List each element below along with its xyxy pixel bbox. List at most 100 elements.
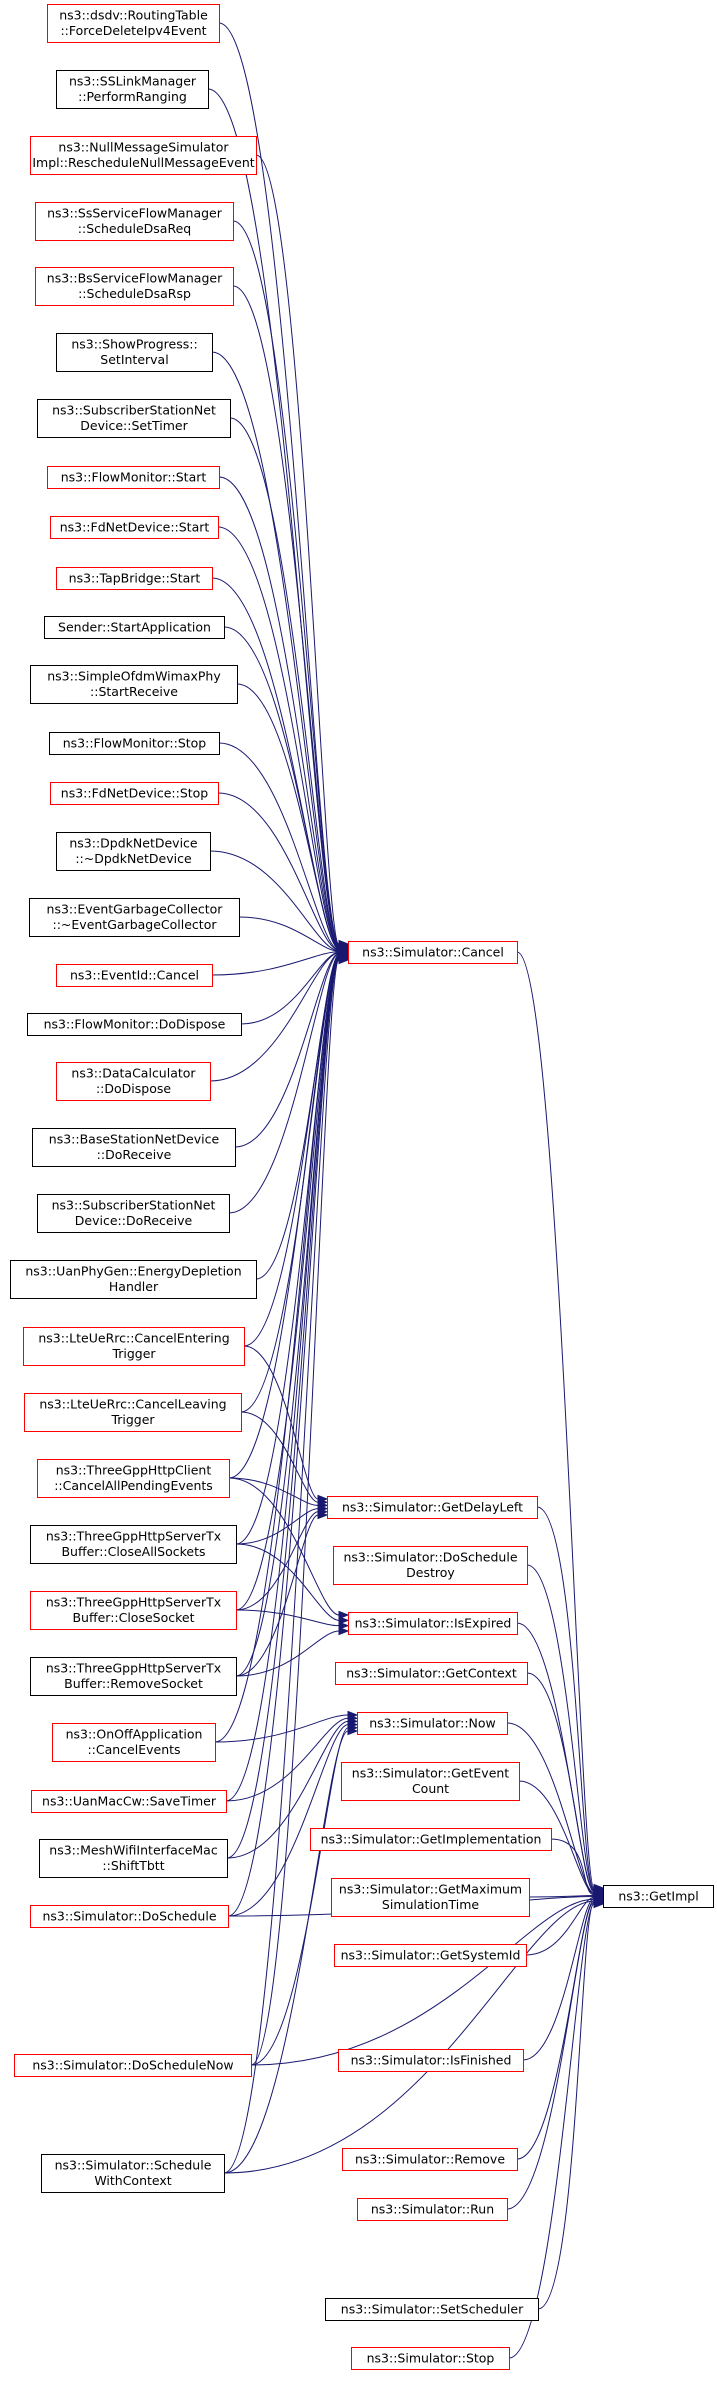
node-n30[interactable]: ns3::UanMacCw::SaveTimer (31, 1790, 227, 1813)
edge-isfinished-to-getimpl (522, 1897, 595, 2061)
node-n21[interactable]: ns3::SubscriberStationNetDevice::DoRecei… (37, 1194, 230, 1233)
node-n13[interactable]: ns3::FlowMonitor::Stop (49, 732, 220, 755)
node-n27[interactable]: ns3::ThreeGppHttpServerTxBuffer::CloseSo… (30, 1591, 237, 1630)
node-n16[interactable]: ns3::EventGarbageCollector::~EventGarbag… (29, 898, 240, 937)
node-label-now-0: ns3::Simulator::Now (369, 1715, 496, 1730)
node-n14[interactable]: ns3::FdNetDevice::Stop (50, 782, 219, 805)
node-n31[interactable]: ns3::MeshWifiInterfaceMac::ShiftTbtt (39, 1839, 228, 1878)
node-n19[interactable]: ns3::DataCalculator::DoDispose (56, 1062, 211, 1101)
node-box-n34 (41, 2154, 225, 2193)
node-box-n28 (30, 1657, 237, 1696)
node-n3[interactable]: ns3::NullMessageSimulatorImpl::Reschedul… (30, 136, 257, 175)
node-getsysid[interactable]: ns3::Simulator::GetSystemId (334, 1944, 527, 1967)
node-n32[interactable]: ns3::Simulator::DoSchedule (30, 1905, 229, 1928)
edge-n27-to-isexpired (235, 1609, 340, 1627)
node-n17[interactable]: ns3::EventId::Cancel (56, 964, 213, 987)
node-remove[interactable]: ns3::Simulator::Remove (342, 2148, 518, 2171)
node-label-n19-0: ns3::DataCalculator (71, 1066, 196, 1081)
node-n2[interactable]: ns3::SSLinkManager::PerformRanging (56, 70, 209, 109)
edge-n23-to-getdelay (243, 1345, 319, 1500)
arrowhead-n28-to-isexpired (338, 1626, 350, 1636)
node-label-n21-0: ns3::SubscriberStationNet (52, 1198, 216, 1213)
node-n5[interactable]: ns3::BsServiceFlowManager::ScheduleDsaRs… (35, 267, 234, 306)
edge-n8-to-cancel (218, 476, 340, 948)
node-box-n26 (30, 1525, 237, 1564)
node-label-n1-1: ::ForceDeleteIpv4Event (60, 23, 206, 38)
node-n18[interactable]: ns3::FlowMonitor::DoDispose (27, 1013, 242, 1036)
edge-n5-to-cancel (232, 285, 340, 947)
node-n26[interactable]: ns3::ThreeGppHttpServerTxBuffer::CloseAl… (30, 1525, 237, 1564)
node-n11[interactable]: Sender::StartApplication (44, 616, 225, 639)
node-n10[interactable]: ns3::TapBridge::Start (56, 567, 213, 590)
edge-n33-to-cancel (250, 959, 340, 2066)
node-getcontext[interactable]: ns3::Simulator::GetContext (335, 1662, 528, 1685)
node-label-dodestroy-1: Destroy (406, 1565, 455, 1580)
node-setsched[interactable]: ns3::Simulator::SetScheduler (325, 2298, 539, 2321)
node-box-getcontext (335, 1662, 528, 1685)
node-n6[interactable]: ns3::ShowProgress::SetInterval (56, 333, 213, 372)
node-isexpired[interactable]: ns3::Simulator::IsExpired (348, 1612, 518, 1635)
node-n15[interactable]: ns3::DpdkNetDevice::~DpdkNetDevice (56, 832, 211, 871)
nodes-layer: ns3::dsdv::RoutingTable::ForceDeleteIpv4… (10, 4, 714, 2370)
node-label-run-0: ns3::Simulator::Run (371, 2201, 494, 2216)
node-box-n7 (37, 399, 231, 438)
node-label-n4-1: ::ScheduleDsaReq (78, 221, 191, 236)
node-cancel[interactable]: ns3::Simulator::Cancel (348, 941, 518, 964)
node-n20[interactable]: ns3::BaseStationNetDevice::DoReceive (32, 1128, 236, 1167)
edge-setsched-to-getimpl (537, 1902, 595, 2310)
node-getdelay[interactable]: ns3::Simulator::GetDelayLeft (327, 1496, 538, 1519)
node-label-getdelay-0: ns3::Simulator::GetDelayLeft (342, 1499, 523, 1514)
node-box-geteventcount (341, 1762, 520, 1801)
edge-n34-to-now (223, 1730, 349, 2174)
edge-n7-to-cancel (229, 417, 340, 948)
node-n28[interactable]: ns3::ThreeGppHttpServerTxBuffer::RemoveS… (30, 1657, 237, 1696)
node-label-n26-0: ns3::ThreeGppHttpServerTx (46, 1529, 221, 1544)
node-label-getsysid-0: ns3::Simulator::GetSystemId (341, 1947, 521, 1962)
node-n1[interactable]: ns3::dsdv::RoutingTable::ForceDeleteIpv4… (47, 4, 220, 43)
edge-n16-to-cancel (238, 916, 340, 952)
node-label-n21-1: Device::DoReceive (75, 1213, 193, 1228)
node-getimpl[interactable]: ns3::GetImpl (603, 1885, 714, 1908)
node-n25[interactable]: ns3::ThreeGppHttpClient::CancelAllPendin… (37, 1459, 230, 1498)
edge-getdelay-to-getimpl (536, 1506, 595, 1890)
node-label-isexpired-0: ns3::Simulator::IsExpired (355, 1615, 512, 1630)
node-n4[interactable]: ns3::SsServiceFlowManager::ScheduleDsaRe… (35, 202, 234, 241)
node-label-n7-0: ns3::SubscriberStationNet (52, 403, 216, 418)
node-n7[interactable]: ns3::SubscriberStationNetDevice::SetTime… (37, 399, 231, 438)
arrowhead-n34-to-cancel (338, 955, 350, 965)
node-n9[interactable]: ns3::FdNetDevice::Start (50, 516, 219, 539)
node-box-getsysid (334, 1944, 527, 1967)
node-n33[interactable]: ns3::Simulator::DoScheduleNow (14, 2054, 252, 2077)
arrowhead-n25-to-isexpired (338, 1610, 350, 1620)
node-label-setsched-0: ns3::Simulator::SetScheduler (341, 2301, 524, 2316)
node-n8[interactable]: ns3::FlowMonitor::Start (47, 466, 220, 489)
node-run[interactable]: ns3::Simulator::Run (357, 2198, 508, 2221)
node-box-n30 (31, 1790, 227, 1813)
node-label-n18-0: ns3::FlowMonitor::DoDispose (44, 1016, 226, 1031)
node-label-getcontext-0: ns3::Simulator::GetContext (346, 1665, 517, 1680)
edges-layer (207, 22, 605, 2359)
edge-n29-to-now (214, 1714, 349, 1743)
edge-n25-to-isexpired (228, 1477, 340, 1616)
node-isfinished[interactable]: ns3::Simulator::IsFinished (338, 2049, 524, 2072)
edge-n4-to-cancel (232, 220, 340, 946)
edge-now-to-getimpl (506, 1722, 595, 1894)
node-now[interactable]: ns3::Simulator::Now (357, 1712, 508, 1735)
node-box-n27 (30, 1591, 237, 1630)
edge-stop-to-getimpl (508, 1903, 595, 2359)
node-label-n22-0: ns3::UanPhyGen::EnergyDepletion (25, 1264, 241, 1279)
node-n29[interactable]: ns3::OnOffApplication::CancelEvents (52, 1723, 216, 1762)
node-label-n3-0: ns3::NullMessageSimulator (58, 140, 229, 155)
node-stop[interactable]: ns3::Simulator::Stop (351, 2347, 510, 2370)
node-box-setsched (325, 2298, 539, 2321)
edge-dodestroy-to-getimpl (526, 1564, 595, 1891)
node-getimpl_m[interactable]: ns3::Simulator::GetImplementation (310, 1828, 552, 1851)
node-n12[interactable]: ns3::SimpleOfdmWimaxPhy::StartReceive (30, 665, 238, 704)
